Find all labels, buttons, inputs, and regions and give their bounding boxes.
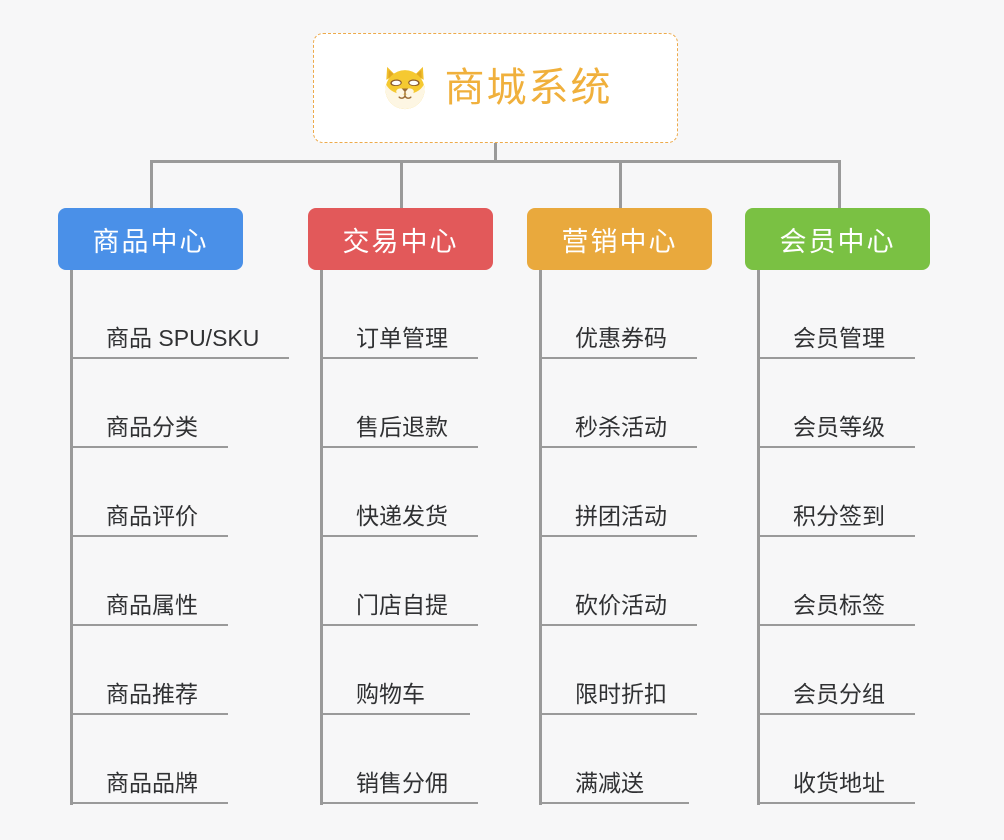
leaf-item-label: 满减送 — [575, 770, 644, 796]
leaf-item-underline — [70, 713, 228, 715]
leaf-item-underline — [757, 802, 915, 804]
leaf-item[interactable]: 订单管理 — [320, 270, 478, 359]
leaf-item-label: 门店自提 — [356, 592, 448, 618]
leaf-item-underline — [70, 535, 228, 537]
leaf-item-label: 快递发货 — [356, 503, 448, 529]
category-label: 交易中心 — [342, 226, 459, 257]
leaf-item-label: 拼团活动 — [575, 503, 667, 529]
leaf-item-label: 订单管理 — [356, 325, 448, 351]
category-header-marketing-center[interactable]: 营销中心 — [527, 208, 712, 270]
leaf-item-underline — [320, 357, 478, 359]
leaf-item[interactable]: 积分签到 — [757, 448, 915, 537]
connector-root-stem — [494, 143, 497, 163]
leaf-item[interactable]: 砍价活动 — [539, 537, 697, 626]
leaf-item-underline — [70, 802, 228, 804]
leaf-item-label: 商品 SPU/SKU — [106, 325, 260, 351]
leaf-item[interactable]: 满减送 — [539, 715, 689, 804]
leaf-item[interactable]: 商品推荐 — [70, 626, 228, 715]
leaf-item-underline — [320, 713, 470, 715]
leaf-item-underline — [320, 802, 478, 804]
leaf-item-underline — [70, 446, 228, 448]
leaf-item-underline — [757, 713, 915, 715]
leaf-item-underline — [757, 357, 915, 359]
leaf-item[interactable]: 拼团活动 — [539, 448, 697, 537]
leaf-item[interactable]: 会员标签 — [757, 537, 915, 626]
leaf-item-label: 限时折扣 — [575, 681, 667, 707]
leaf-item-underline — [70, 624, 228, 626]
leaf-item-label: 秒杀活动 — [575, 414, 667, 440]
leaf-item[interactable]: 秒杀活动 — [539, 359, 697, 448]
leaf-item[interactable]: 商品评价 — [70, 448, 228, 537]
leaf-item[interactable]: 优惠券码 — [539, 270, 697, 359]
leaf-item-label: 会员分组 — [793, 681, 885, 707]
category-header-member-center[interactable]: 会员中心 — [745, 208, 930, 270]
leaf-item[interactable]: 购物车 — [320, 626, 470, 715]
connector-bus-bar — [150, 160, 841, 163]
leaf-item-label: 砍价活动 — [575, 592, 667, 618]
leaf-item[interactable]: 售后退款 — [320, 359, 478, 448]
leaf-item-label: 销售分佣 — [356, 770, 448, 796]
leaf-item[interactable]: 会员等级 — [757, 359, 915, 448]
leaf-item-underline — [70, 357, 289, 359]
leaf-item-label: 售后退款 — [356, 414, 448, 440]
leaf-column-rail — [539, 270, 542, 805]
leaf-item[interactable]: 限时折扣 — [539, 626, 697, 715]
leaf-item-label: 商品属性 — [106, 592, 198, 618]
category-header-trade-center[interactable]: 交易中心 — [308, 208, 493, 270]
leaf-item-label: 商品品牌 — [106, 770, 198, 796]
leaf-item[interactable]: 会员管理 — [757, 270, 915, 359]
leaf-item-underline — [539, 535, 697, 537]
leaf-item-label: 会员等级 — [793, 414, 885, 440]
leaf-item[interactable]: 商品分类 — [70, 359, 228, 448]
leaf-column-rail — [757, 270, 760, 805]
leaf-item-underline — [320, 446, 478, 448]
leaf-item-underline — [757, 535, 915, 537]
leaf-item-label: 购物车 — [356, 681, 425, 707]
category-header-product-center[interactable]: 商品中心 — [58, 208, 243, 270]
root-title: 商城系统 — [444, 66, 613, 110]
leaf-item-label: 商品评价 — [106, 503, 198, 529]
leaf-item-underline — [539, 713, 697, 715]
category-label: 商品中心 — [92, 226, 209, 257]
leaf-item-underline — [320, 624, 478, 626]
leaf-item[interactable]: 门店自提 — [320, 537, 478, 626]
leaf-item-underline — [539, 802, 689, 804]
leaf-item-label: 商品推荐 — [106, 681, 198, 707]
root-node[interactable]: 商城系统 — [313, 33, 678, 143]
leaf-item-underline — [539, 624, 697, 626]
leaf-item[interactable]: 商品属性 — [70, 537, 228, 626]
leaf-item-label: 商品分类 — [106, 414, 198, 440]
leaf-item-label: 会员标签 — [793, 592, 885, 618]
connector-drop-3 — [619, 160, 622, 208]
leaf-item-underline — [539, 446, 697, 448]
shiba-dog-emoji-icon — [385, 66, 424, 110]
leaf-item-underline — [539, 357, 697, 359]
connector-drop-1 — [150, 160, 153, 208]
leaf-item[interactable]: 会员分组 — [757, 626, 915, 715]
connector-drop-4 — [838, 160, 841, 208]
leaf-item-underline — [757, 624, 915, 626]
leaf-item-underline — [320, 535, 478, 537]
leaf-item[interactable]: 商品品牌 — [70, 715, 228, 804]
leaf-item-label: 积分签到 — [793, 503, 885, 529]
leaf-item-label: 优惠券码 — [575, 325, 667, 351]
category-label: 营销中心 — [561, 226, 678, 257]
leaf-column-rail — [320, 270, 323, 805]
leaf-column-rail — [70, 270, 73, 805]
leaf-item[interactable]: 收货地址 — [757, 715, 915, 804]
category-label: 会员中心 — [779, 226, 896, 257]
leaf-item-label: 会员管理 — [793, 325, 885, 351]
leaf-item[interactable]: 商品 SPU/SKU — [70, 270, 289, 359]
leaf-item[interactable]: 快递发货 — [320, 448, 478, 537]
leaf-item-underline — [757, 446, 915, 448]
connector-drop-2 — [400, 160, 403, 208]
leaf-item-label: 收货地址 — [793, 770, 885, 796]
leaf-item[interactable]: 销售分佣 — [320, 715, 478, 804]
